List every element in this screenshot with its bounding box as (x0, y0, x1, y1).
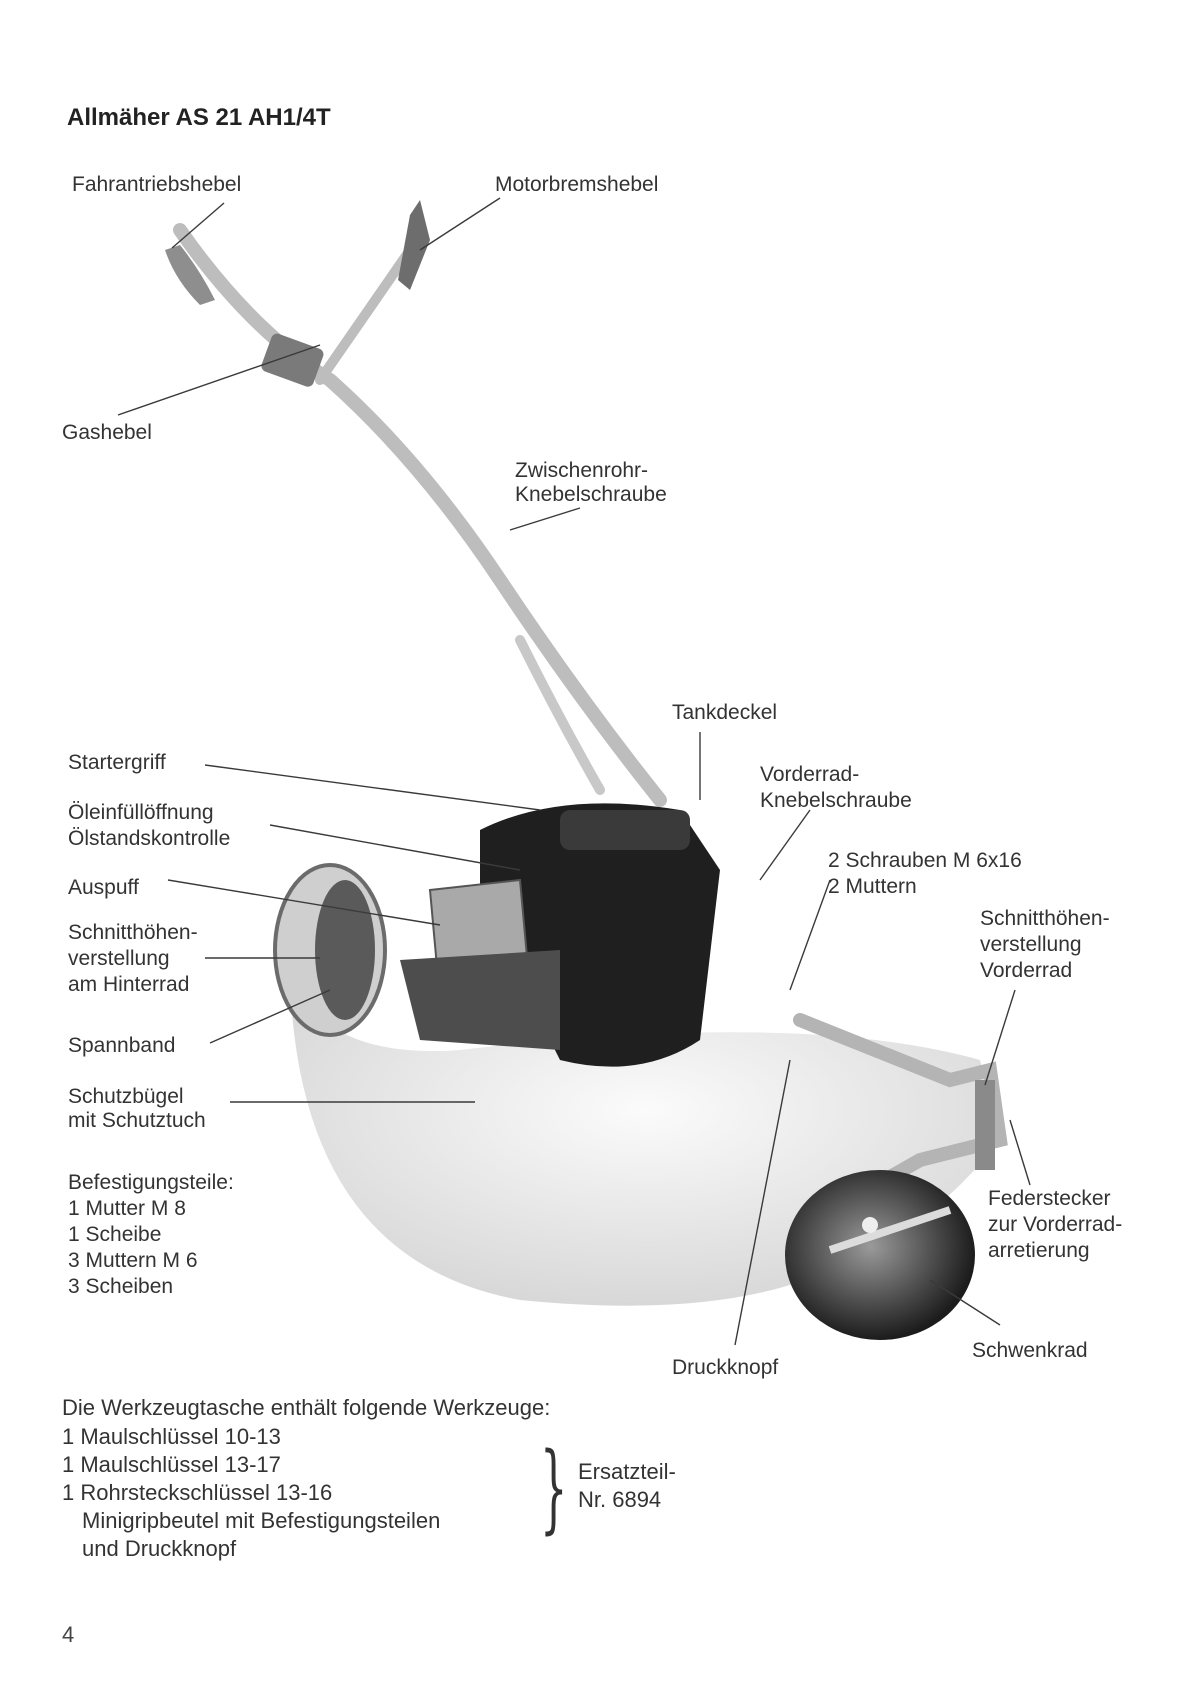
tool-item: und Druckknopf (82, 1536, 237, 1561)
tool-item: Minigripbeutel mit Befestigungsteilen (82, 1508, 441, 1533)
label-befestigung-1: Befestigungsteile: (68, 1171, 234, 1194)
gashebel-part (261, 333, 324, 387)
label-spannband: Spannband (68, 1034, 176, 1057)
ersatz-label: Ersatzteil- (578, 1459, 676, 1484)
engine-base (400, 950, 560, 1050)
page-number: 4 (62, 1622, 75, 1647)
label-schnitthoehe-vorne-1: Schnitthöhen- (980, 907, 1110, 930)
tools-heading: Die Werkzeugtasche enthält folgende Werk… (62, 1395, 551, 1420)
leader-lines (117, 197, 1031, 1346)
label-fahrantriebshebel: Fahrantriebshebel (72, 173, 242, 196)
tool-item: 1 Maulschlüssel 13-17 (62, 1452, 281, 1477)
ersatz-number: Nr. 6894 (578, 1487, 662, 1512)
fahrantriebshebel-part (165, 245, 215, 305)
label-schnitthoehe-hinten-1: Schnitthöhen- (68, 921, 198, 944)
spare-part-number: Ersatzteil- Nr. 6894 (578, 1458, 676, 1514)
tool-item: 1 Rohrsteckschlüssel 13-16 (62, 1480, 333, 1505)
label-federstecker-2: zur Vorderrad- (988, 1213, 1123, 1236)
label-oel-2: Ölstandskontrolle (68, 827, 231, 850)
label-auspuff: Auspuff (68, 876, 139, 899)
curly-brace: } (540, 1432, 568, 1544)
label-schnitthoehe-vorne-3: Vorderrad (980, 959, 1073, 982)
page-title: Allmäher AS 21 AH1/4T (67, 104, 331, 131)
label-schrauben-1: 2 Schrauben M 6x16 (828, 849, 1022, 872)
tools-list: 1 Maulschlüssel 10-13 1 Maulschlüssel 13… (62, 1423, 440, 1563)
motorbremshebel-part (398, 200, 430, 290)
label-befestigung-3: 1 Scheibe (68, 1223, 162, 1246)
label-schnitthoehe-hinten-2: verstellung (68, 947, 170, 970)
label-gashebel: Gashebel (62, 421, 152, 444)
label-motorbremshebel: Motorbremshebel (495, 173, 659, 196)
label-befestigung-4: 3 Muttern M 6 (68, 1249, 198, 1272)
label-schnitthoehe-vorne-2: verstellung (980, 933, 1082, 956)
label-federstecker-1: Federstecker (988, 1187, 1111, 1210)
label-zwischenrohr-1: Zwischenrohr- (515, 459, 649, 482)
label-schnitthoehe-hinten-3: am Hinterrad (68, 973, 190, 996)
engine-cover (560, 810, 690, 850)
label-vorderrad-knebel-2: Knebelschraube (760, 789, 912, 812)
label-schutzbuegel-1: Schutzbügel (68, 1085, 184, 1108)
label-vorderrad-knebel-1: Vorderrad- (760, 763, 860, 786)
label-startergriff: Startergriff (68, 751, 166, 774)
tool-item: 1 Maulschlüssel 10-13 (62, 1424, 281, 1449)
label-schrauben-2: 2 Muttern (828, 875, 917, 898)
rear-wheel-tread (315, 880, 375, 1020)
handle (173, 223, 667, 807)
label-oel-1: Öleinfüllöffnung (68, 801, 214, 824)
label-tankdeckel: Tankdeckel (672, 701, 778, 724)
front-post (975, 1080, 995, 1170)
label-zwischenrohr-2: Knebelschraube (515, 483, 667, 506)
label-druckknopf: Druckknopf (672, 1356, 779, 1379)
label-schutzbuegel-2: mit Schutztuch (68, 1109, 206, 1132)
label-befestigung-2: 1 Mutter M 8 (68, 1197, 186, 1220)
swivel-wheel (785, 1170, 975, 1340)
label-federstecker-3: arretierung (988, 1239, 1090, 1262)
label-befestigung-5: 3 Scheiben (68, 1275, 174, 1298)
label-schwenkrad: Schwenkrad (972, 1339, 1088, 1362)
